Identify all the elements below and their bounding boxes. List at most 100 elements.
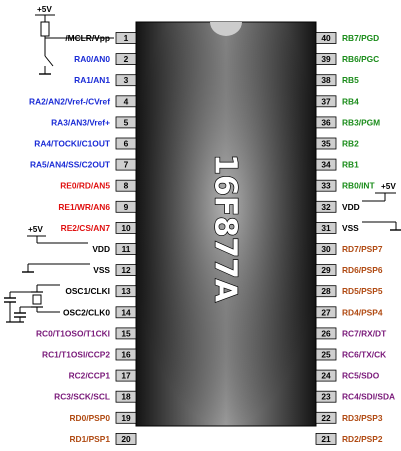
- pin-31-number: 31: [321, 223, 331, 233]
- chip-glow: [136, 22, 316, 426]
- pin-18-number: 18: [121, 392, 131, 402]
- pin-29-box: [315, 264, 337, 277]
- pin-30-number: 30: [321, 244, 331, 254]
- pin-18-box: [115, 390, 137, 403]
- chip-notch: [210, 22, 242, 36]
- pin-35-label: RB2: [342, 139, 359, 149]
- pin-24-number: 24: [321, 371, 331, 381]
- pin-24-box: [315, 369, 337, 382]
- pin-33-number: 33: [321, 181, 331, 191]
- plus5v-label-left: +5V: [28, 225, 43, 234]
- pin-38-number: 38: [321, 75, 331, 85]
- pin-14-box: [115, 306, 137, 319]
- pin-3-label: RA1/AN1: [74, 75, 110, 85]
- pin-22-label: RD3/PSP3: [342, 413, 383, 423]
- pin-33-label: RB0/INT: [342, 181, 375, 191]
- pin-16-number: 16: [121, 350, 131, 360]
- pin-5-label: RA3/AN3/Vref+: [51, 117, 110, 127]
- pin-23-label: RC4/SDI/SDA: [342, 392, 395, 402]
- pin-32-number: 32: [321, 202, 331, 212]
- crystal: [32, 294, 42, 305]
- pin-13-label: OSC1/CLKI: [65, 286, 110, 296]
- pin-5: 5 RA3/AN3/Vref+: [51, 116, 137, 129]
- left-vss-connection: [22, 263, 90, 273]
- pin-36-number: 36: [321, 117, 331, 127]
- pin-14-label: OSC2/CLK0: [63, 307, 110, 317]
- pin-28-box: [315, 285, 337, 298]
- pin-26-number: 26: [321, 328, 331, 338]
- pin-16-box: [115, 348, 137, 361]
- chip-name: 16F877A: [208, 154, 243, 303]
- pin-25-label: RC6/TX/CK: [342, 350, 386, 360]
- pin-15-label: RC0/T1OSO/T1CKI: [36, 328, 110, 338]
- pin-15-number: 15: [121, 328, 131, 338]
- pin-6-number: 6: [124, 139, 129, 149]
- pin-17-box: [115, 369, 137, 382]
- pin-32: 32 VDD: [315, 200, 360, 213]
- pin-32-label: VDD: [342, 202, 360, 212]
- pin-11-number: 11: [122, 244, 131, 254]
- pin-8-box: [115, 179, 137, 192]
- pin-35: 35 RB2: [315, 137, 359, 150]
- pin-5-number: 5: [124, 117, 129, 127]
- pin-40-number: 40: [321, 33, 331, 43]
- pin-38-box: [315, 74, 337, 87]
- pin-7-label: RA5/AN4/SS/C2OUT: [30, 160, 111, 170]
- pin-23-number: 23: [321, 392, 331, 402]
- pin-7-box: [115, 158, 137, 171]
- pin-19-label: RD0/PSP0: [70, 413, 111, 423]
- pin-11-label: VDD: [92, 244, 110, 254]
- pin-36-label: RB3/PGM: [342, 117, 380, 127]
- pin-32-box: [315, 200, 337, 213]
- pin-37-box: [315, 95, 337, 108]
- pin-20-number: 20: [121, 434, 131, 444]
- pin-26-label: RC7/RX/DT: [342, 328, 387, 338]
- pin-19: 19 RD0/PSP0: [70, 411, 137, 424]
- plus5v-label-mclr: +5V: [37, 5, 52, 14]
- pin-9-label: RE1/WR/AN6: [58, 202, 110, 212]
- pin-31-box: [315, 221, 337, 234]
- pin-13: 13 OSC1/CLKI: [65, 285, 137, 298]
- pin-35-number: 35: [321, 139, 331, 149]
- pin-16: 16 RC1/T1OSI/CCP2: [42, 348, 137, 361]
- pin-34: 34 RB1: [315, 158, 359, 171]
- pin-13-number: 13: [121, 286, 131, 296]
- pin-34-number: 34: [321, 160, 331, 170]
- pin-20-box: [115, 432, 137, 445]
- pin-9-box: [115, 200, 137, 213]
- pin-11: 11 VDD: [92, 243, 137, 255]
- pin-16-label: RC1/T1OSI/CCP2: [42, 350, 110, 360]
- pin-13-box: [115, 285, 137, 298]
- pin-15-box: [115, 327, 137, 340]
- pin-7: 7 RA5/AN4/SS/C2OUT: [30, 158, 137, 171]
- pin-4-label: RA2/AN2/Vref-/CVref: [29, 96, 110, 106]
- pin-19-number: 19: [121, 413, 131, 423]
- pin-37-label: RB4: [342, 96, 359, 106]
- pin-10-number: 10: [121, 223, 131, 233]
- pin-34-label: RB1: [342, 160, 359, 170]
- pin-19-box: [115, 411, 137, 424]
- pin-7-number: 7: [124, 160, 129, 170]
- pin-15: 15 RC0/T1OSO/T1CKI: [36, 327, 137, 340]
- pin-23-box: [315, 390, 337, 403]
- pin-27-label: RD4/PSP4: [342, 307, 383, 317]
- pin-3-number: 3: [124, 75, 129, 85]
- pin-22-box: [315, 411, 337, 424]
- pin-8-label: RE0/RD/AN5: [60, 181, 110, 191]
- pin-33: 33 RB0/INT: [315, 179, 375, 192]
- pin-2-box: [115, 53, 137, 65]
- pin-12-number: 12: [121, 265, 131, 275]
